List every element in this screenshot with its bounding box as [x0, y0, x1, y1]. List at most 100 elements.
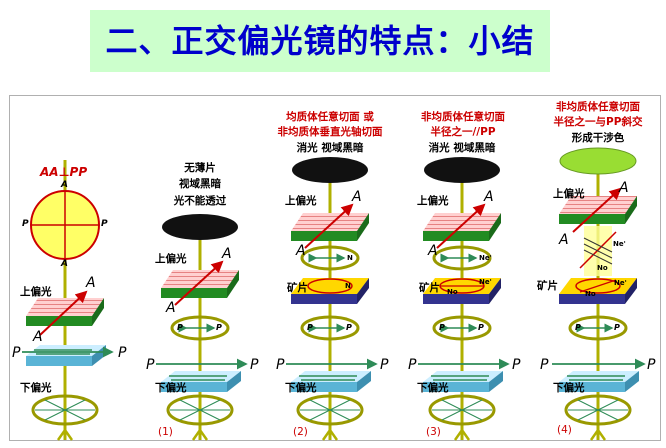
caption: 形成干涉色 [571, 132, 625, 144]
upper-polarizer [423, 213, 501, 231]
title-banner: 二、正交偏光镜的特点：小结 [90, 10, 550, 72]
a-arrow [39, 290, 88, 336]
p-label-left: P [408, 357, 417, 373]
a-label-left: A [428, 243, 438, 259]
a-label-left: A [559, 232, 569, 248]
dark-field [424, 157, 500, 183]
p-label-right: P [250, 357, 259, 373]
upper-polarizer-label: 上偏光 [553, 188, 585, 200]
a-label-left: A [166, 300, 176, 316]
a-label-left: A [296, 243, 306, 259]
lower-polarizer-label: 下偏光 [155, 382, 187, 394]
upper-polarizer [161, 270, 239, 288]
a-label-right: A [86, 275, 96, 291]
header-line-1: 非均质体任意切面 [556, 101, 640, 113]
diagram-frame [9, 95, 661, 441]
header-perpendicular: AA⊥PP [40, 165, 88, 179]
dark-field [292, 157, 368, 183]
caption-line-2: 视域黑暗 [179, 178, 221, 190]
ring-p-right: P [478, 323, 484, 332]
mineral-ne-label: Ne' [614, 279, 627, 287]
ring-p-right: P [216, 323, 222, 332]
upper-polarizer-label: 上偏光 [20, 286, 52, 298]
ring [170, 315, 230, 341]
circle-label-right: P [101, 219, 108, 229]
ring-p-left: P [439, 323, 445, 332]
a-label-right: A [222, 246, 232, 262]
lower-polarizer-label: 下偏光 [553, 382, 585, 394]
upper-polarizer [559, 196, 637, 214]
header-line-2: 半径之一与PP斜交 [553, 116, 643, 128]
mineral-ne-label: Ne' [479, 278, 492, 286]
caption-line-3: 光不能透过 [173, 195, 227, 207]
header-line-1: 均质体任意切面 或 [286, 111, 374, 123]
p-label-right: P [380, 357, 389, 373]
mineral-label: 矿片 [537, 280, 558, 292]
caption: 消光 视域黑暗 [428, 142, 496, 154]
interference-field [559, 147, 637, 175]
column-4 [552, 147, 646, 441]
a-arrow [572, 187, 622, 233]
header-line-2: 半径之一//PP [430, 126, 496, 138]
upper-polarizer-label: 上偏光 [417, 195, 449, 207]
upper-polarizer-label: 上偏光 [285, 195, 317, 207]
circle-label-top: A [61, 180, 68, 190]
beam-ne-label: Ne' [613, 240, 626, 248]
upper-polarizer [26, 298, 104, 316]
a-label-right: A [619, 180, 629, 196]
a-label-left: A [33, 329, 43, 345]
p-label-right: P [647, 357, 656, 373]
bottom-lens [428, 394, 496, 426]
mineral-label: 矿片 [287, 282, 308, 294]
mineral-label: 矿片 [419, 282, 440, 294]
figure-number: (4) [557, 424, 572, 436]
a-label-right: A [352, 189, 362, 205]
mineral-no-label: No [447, 288, 458, 296]
ring-p-right: P [614, 323, 620, 332]
mineral-n-label: N [345, 282, 351, 290]
header-line-1: 非均质体任意切面 [421, 111, 505, 123]
ring-label: Ne' [479, 254, 492, 262]
p-label-left: P [276, 357, 285, 373]
header-line-2: 非均质体垂直光轴切面 [277, 126, 383, 138]
ring-p-left: P [177, 323, 183, 332]
page-title: 二、正交偏光镜的特点：小结 [105, 22, 535, 60]
ring [432, 245, 492, 271]
ring [300, 245, 360, 271]
upper-polarizer-label: 上偏光 [155, 253, 187, 265]
column-2 [286, 157, 378, 441]
circle-label-left: P [22, 219, 29, 229]
figure-number: (2) [293, 426, 308, 438]
ring-p-left: P [575, 323, 581, 332]
bottom-lens [296, 394, 364, 426]
bottom-lens [31, 394, 99, 426]
mineral-no-label: No [585, 290, 596, 298]
figure-number: (3) [426, 426, 441, 438]
circle-label-bottom: A [61, 259, 68, 269]
a-arrow [436, 203, 486, 249]
lower-polarizer-label: 下偏光 [285, 382, 317, 394]
bottom-lens [564, 394, 632, 426]
ring-label: N [347, 254, 353, 262]
a-arrow [174, 260, 224, 306]
a-arrow [304, 203, 354, 249]
lower-polarizer-label: 下偏光 [20, 382, 52, 394]
p-label-right: P [118, 345, 127, 361]
column-0 [22, 160, 114, 441]
p-label-left: P [146, 357, 155, 373]
p-label-right: P [512, 357, 521, 373]
bottom-lens [166, 394, 234, 426]
column-3 [418, 157, 510, 441]
figure-number: (1) [158, 426, 173, 438]
ring-p-left: P [307, 323, 313, 332]
p-label-left: P [12, 345, 21, 361]
a-label-right: A [484, 189, 494, 205]
p-label-left: P [540, 357, 549, 373]
lower-polarizer-label: 下偏光 [417, 382, 449, 394]
caption: 消光 视域黑暗 [296, 142, 364, 154]
ring-p-right: P [346, 323, 352, 332]
beam-no-label: No [597, 264, 608, 272]
caption-line-1: 无薄片 [184, 162, 216, 174]
column-1 [156, 214, 248, 441]
